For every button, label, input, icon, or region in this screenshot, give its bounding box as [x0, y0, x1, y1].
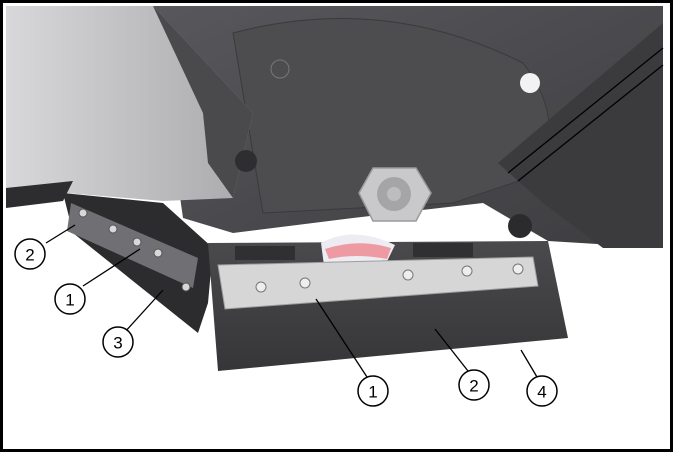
cover-panel-side	[153, 6, 253, 198]
callout-1-bottom: 1	[357, 375, 389, 407]
callout-2-bottom: 2	[458, 369, 490, 401]
left-knife-strip	[67, 203, 198, 288]
callout-2-left: 2	[14, 238, 46, 270]
svg-text:2: 2	[25, 246, 34, 265]
slot-right	[413, 243, 473, 257]
housing-hole-left	[270, 59, 290, 79]
leader-lines	[45, 224, 538, 378]
svg-text:1: 1	[65, 291, 74, 310]
callout-4-bottom: 4	[526, 375, 558, 407]
left-frame-bar	[6, 181, 73, 208]
svg-text:1: 1	[368, 383, 377, 402]
blade-edge	[325, 243, 391, 259]
housing-hole-top	[520, 73, 540, 93]
housing-hole-right	[508, 214, 532, 238]
machine-illustration: 2 1 3 1 2 4	[6, 6, 664, 407]
svg-text:4: 4	[537, 383, 546, 402]
slot-left	[235, 246, 295, 260]
hex-nut-center	[387, 187, 401, 201]
wear-strip	[217, 256, 539, 310]
left-bolts	[78, 208, 191, 292]
callout-1-left: 1	[54, 283, 86, 315]
right-chute	[498, 23, 663, 248]
svg-text:3: 3	[113, 334, 122, 353]
housing-hole-lower	[235, 150, 257, 172]
strip-bolts	[255, 263, 524, 293]
svg-text:2: 2	[469, 377, 478, 396]
callout-3-left: 3	[102, 326, 134, 358]
